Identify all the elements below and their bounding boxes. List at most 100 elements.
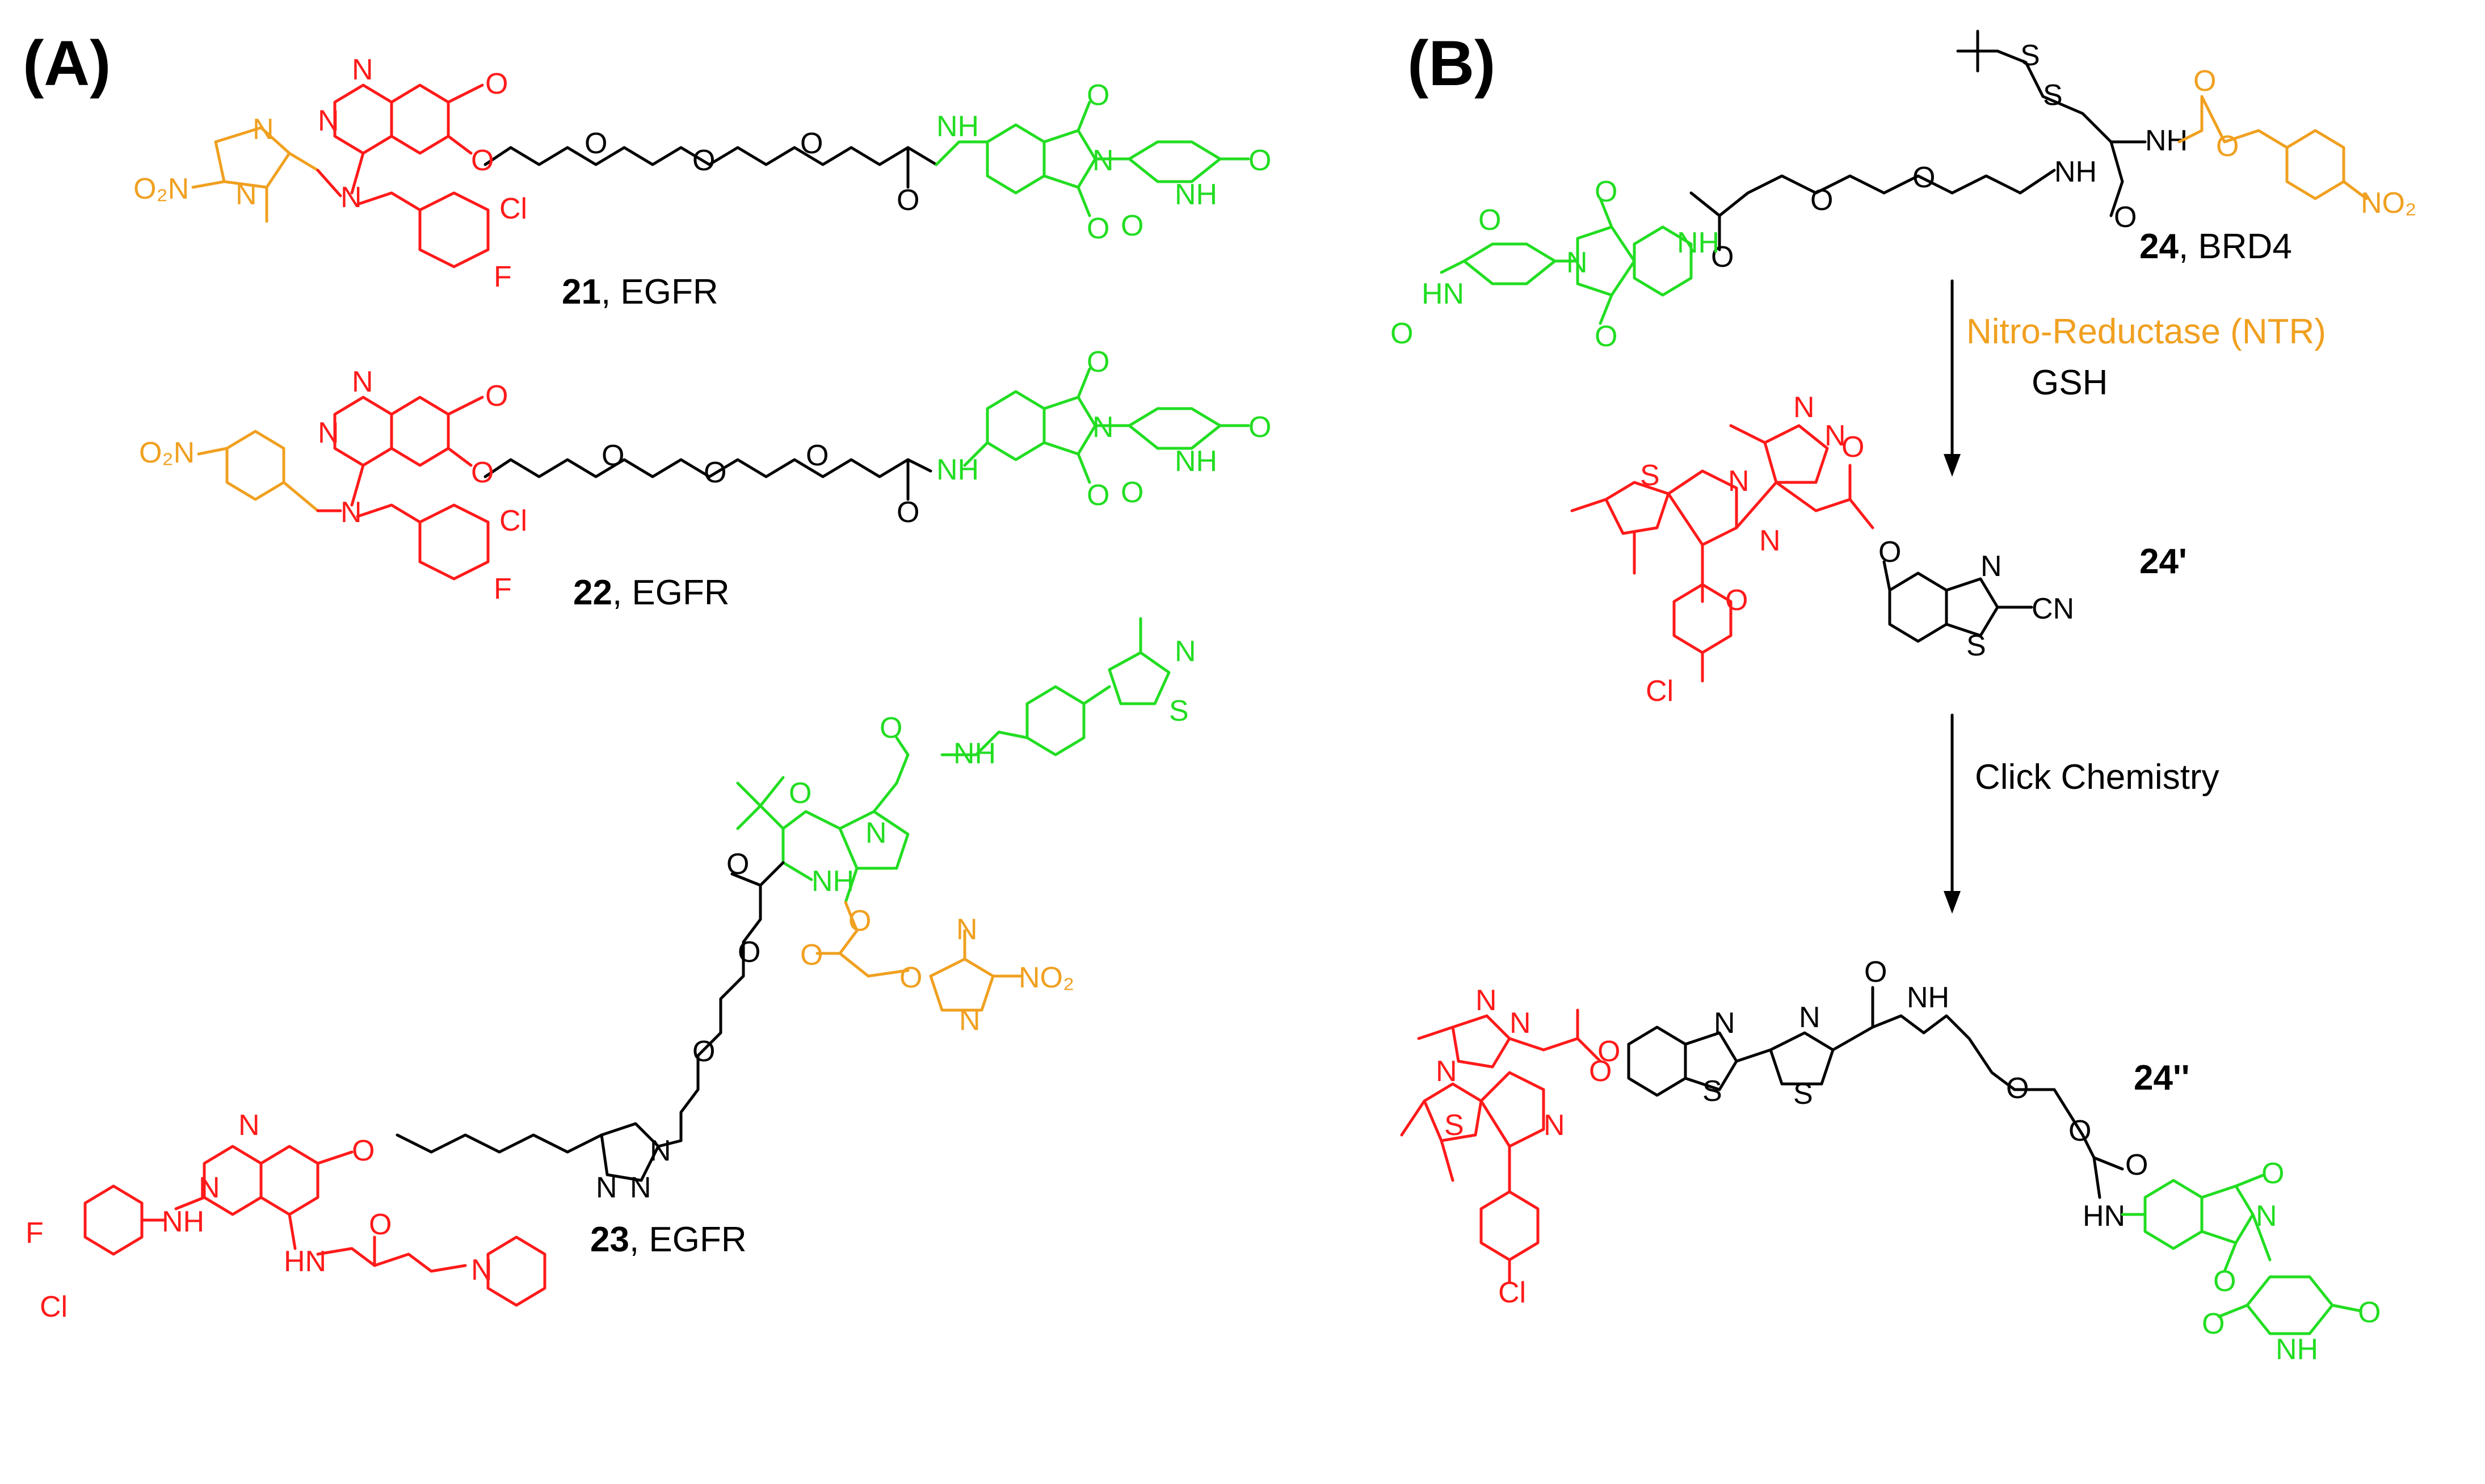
atom-label: N	[352, 53, 373, 86]
atom-label: HN	[284, 1245, 326, 1278]
atom-label: HN	[1422, 278, 1464, 310]
atom-label: NH	[2276, 1333, 2318, 1366]
atom-label: O	[1864, 956, 1887, 989]
atom-label: S	[1640, 459, 1660, 492]
compound-23-number: 23	[590, 1220, 629, 1259]
compound-24-double-prime-linker: N S N S O NH O O O HN	[1627, 956, 2148, 1233]
atom-label: N	[318, 104, 339, 137]
compound-24-e3-ligand: NH O O N O HN O	[1390, 175, 1719, 353]
atom-label: S	[2020, 39, 2040, 72]
atom-label: O	[1390, 317, 1413, 350]
atom-label: O	[1087, 346, 1109, 379]
compound-22-target: , EGFR	[612, 573, 730, 612]
atom-label: N	[1799, 1001, 1820, 1034]
atom-label: S	[1966, 629, 1986, 662]
atom-label: O	[1810, 184, 1833, 217]
atom-label: S	[2043, 79, 2063, 112]
atom-label: O	[2125, 1149, 2148, 1182]
atom-label: O	[471, 144, 494, 177]
atom-label: O	[738, 936, 760, 969]
atom-label: N	[1475, 984, 1497, 1017]
atom-label: S	[1444, 1109, 1464, 1142]
atom-label: O	[1878, 536, 1901, 569]
atom-label: Cl	[499, 192, 527, 225]
atom-label: N	[352, 365, 373, 398]
atom-label: Cl	[1498, 1276, 1526, 1309]
compound-23-e3-ligand: NH O N O NH N S	[736, 617, 1196, 904]
atom-label: O	[1711, 241, 1734, 274]
atom-label: O	[1248, 411, 1271, 444]
atom-label: N	[1759, 524, 1781, 557]
atom-label: S	[1702, 1075, 1722, 1108]
atom-label: O	[789, 777, 811, 810]
atom-label: O	[369, 1208, 392, 1241]
compound-23-caging-group: O O O N N NO₂	[800, 901, 1074, 1037]
compound-21-target: , EGFR	[601, 272, 718, 312]
compound-22-number: 22	[573, 573, 612, 612]
atom-label: N	[199, 1171, 220, 1204]
compound-21-e3-ligand: NH O O N O NH O	[935, 79, 1271, 245]
compound-24-double-prime-e3-ligand: O O N O NH O	[2121, 1157, 2381, 1366]
arrowhead	[1944, 891, 1961, 914]
atom-label: O	[1841, 431, 1864, 464]
atom-label: N	[956, 913, 978, 946]
reaction-arrow-2: Click Chemistry	[1944, 713, 2219, 914]
atom-label: N	[1793, 391, 1815, 424]
atom-label: N	[318, 417, 339, 449]
atom-label: N	[1436, 1055, 1457, 1088]
atom-label: NH	[1907, 981, 1949, 1014]
atom-label: F	[494, 573, 512, 606]
compound-23: NH O N O NH N S O O O N N NO₂	[26, 617, 1196, 1323]
atom-label: O	[1912, 161, 1935, 194]
atom-label: Cl	[1646, 675, 1674, 708]
compound-22-caging-group: O₂N	[139, 430, 319, 512]
compound-21: O₂N N N N N N O Cl F O O O O	[133, 53, 1271, 312]
atom-label: N	[238, 1109, 260, 1142]
atom-label: O	[2006, 1072, 2029, 1105]
compound-21-warhead: N N N O Cl F	[316, 53, 527, 293]
atom-label: N	[865, 817, 887, 850]
compound-22-e3-ligand: NH O O N O NH O	[936, 346, 1271, 512]
atom-label: HN	[2083, 1200, 2125, 1233]
atom-label: N	[650, 1134, 671, 1167]
atom-label: O	[692, 1035, 715, 1068]
atom-label: N	[1824, 419, 1846, 452]
atom-label: O	[2193, 65, 2216, 98]
atom-label: NH	[936, 110, 979, 143]
atom-label: O	[1121, 476, 1143, 509]
compound-23-target: , EGFR	[629, 1220, 747, 1259]
atom-label: N	[1509, 1007, 1531, 1040]
atom-label: O	[726, 848, 749, 881]
atom-label: O	[1725, 584, 1748, 617]
atom-label: O	[2213, 1265, 2236, 1298]
atom-label: O	[585, 127, 607, 160]
atom-label: NH	[936, 453, 979, 486]
atom-label: O	[2358, 1296, 2381, 1329]
compound-24-caging-group: O O NO₂	[2177, 65, 2416, 220]
atom-label: N	[1092, 144, 1114, 177]
atom-label: NH	[953, 737, 996, 770]
arrow-2-label: Click Chemistry	[1975, 758, 2219, 797]
atom-label: O	[880, 712, 902, 745]
atom-label: N	[1728, 465, 1750, 498]
arrow-1-enzyme-label: Nitro-Reductase (NTR)	[1966, 312, 2326, 351]
compound-24-prime: N N N S N O O Cl O N S CN 24'	[1570, 391, 2187, 708]
atom-label: NH	[1175, 178, 1217, 211]
atom-label: O	[1595, 320, 1617, 353]
compound-24-linker: S S NH O NH O O O	[1689, 30, 2188, 274]
atom-label: N	[1714, 1007, 1735, 1040]
atom-label: O	[1121, 209, 1143, 242]
compound-23-caption: 23, EGFR	[590, 1220, 747, 1259]
reaction-arrow-1: Nitro-Reductase (NTR) GSH	[1944, 279, 2326, 477]
atom-label: O	[2068, 1115, 2091, 1147]
compound-22-linker: O O O O O	[471, 439, 932, 529]
arrow-1-cofactor-label: GSH	[2032, 363, 2108, 402]
atom-label: N	[471, 1254, 493, 1287]
compound-24-double-prime: N N N S N O O Cl N S N S O NH O O	[1400, 956, 2381, 1366]
atom-label: Cl	[499, 505, 527, 537]
atom-label: O	[2202, 1308, 2225, 1340]
compound-24-double-prime-warhead: N N N S N O O Cl	[1400, 984, 1620, 1309]
atom-label: O	[2114, 201, 2137, 234]
atom-label: O₂N	[139, 436, 195, 469]
